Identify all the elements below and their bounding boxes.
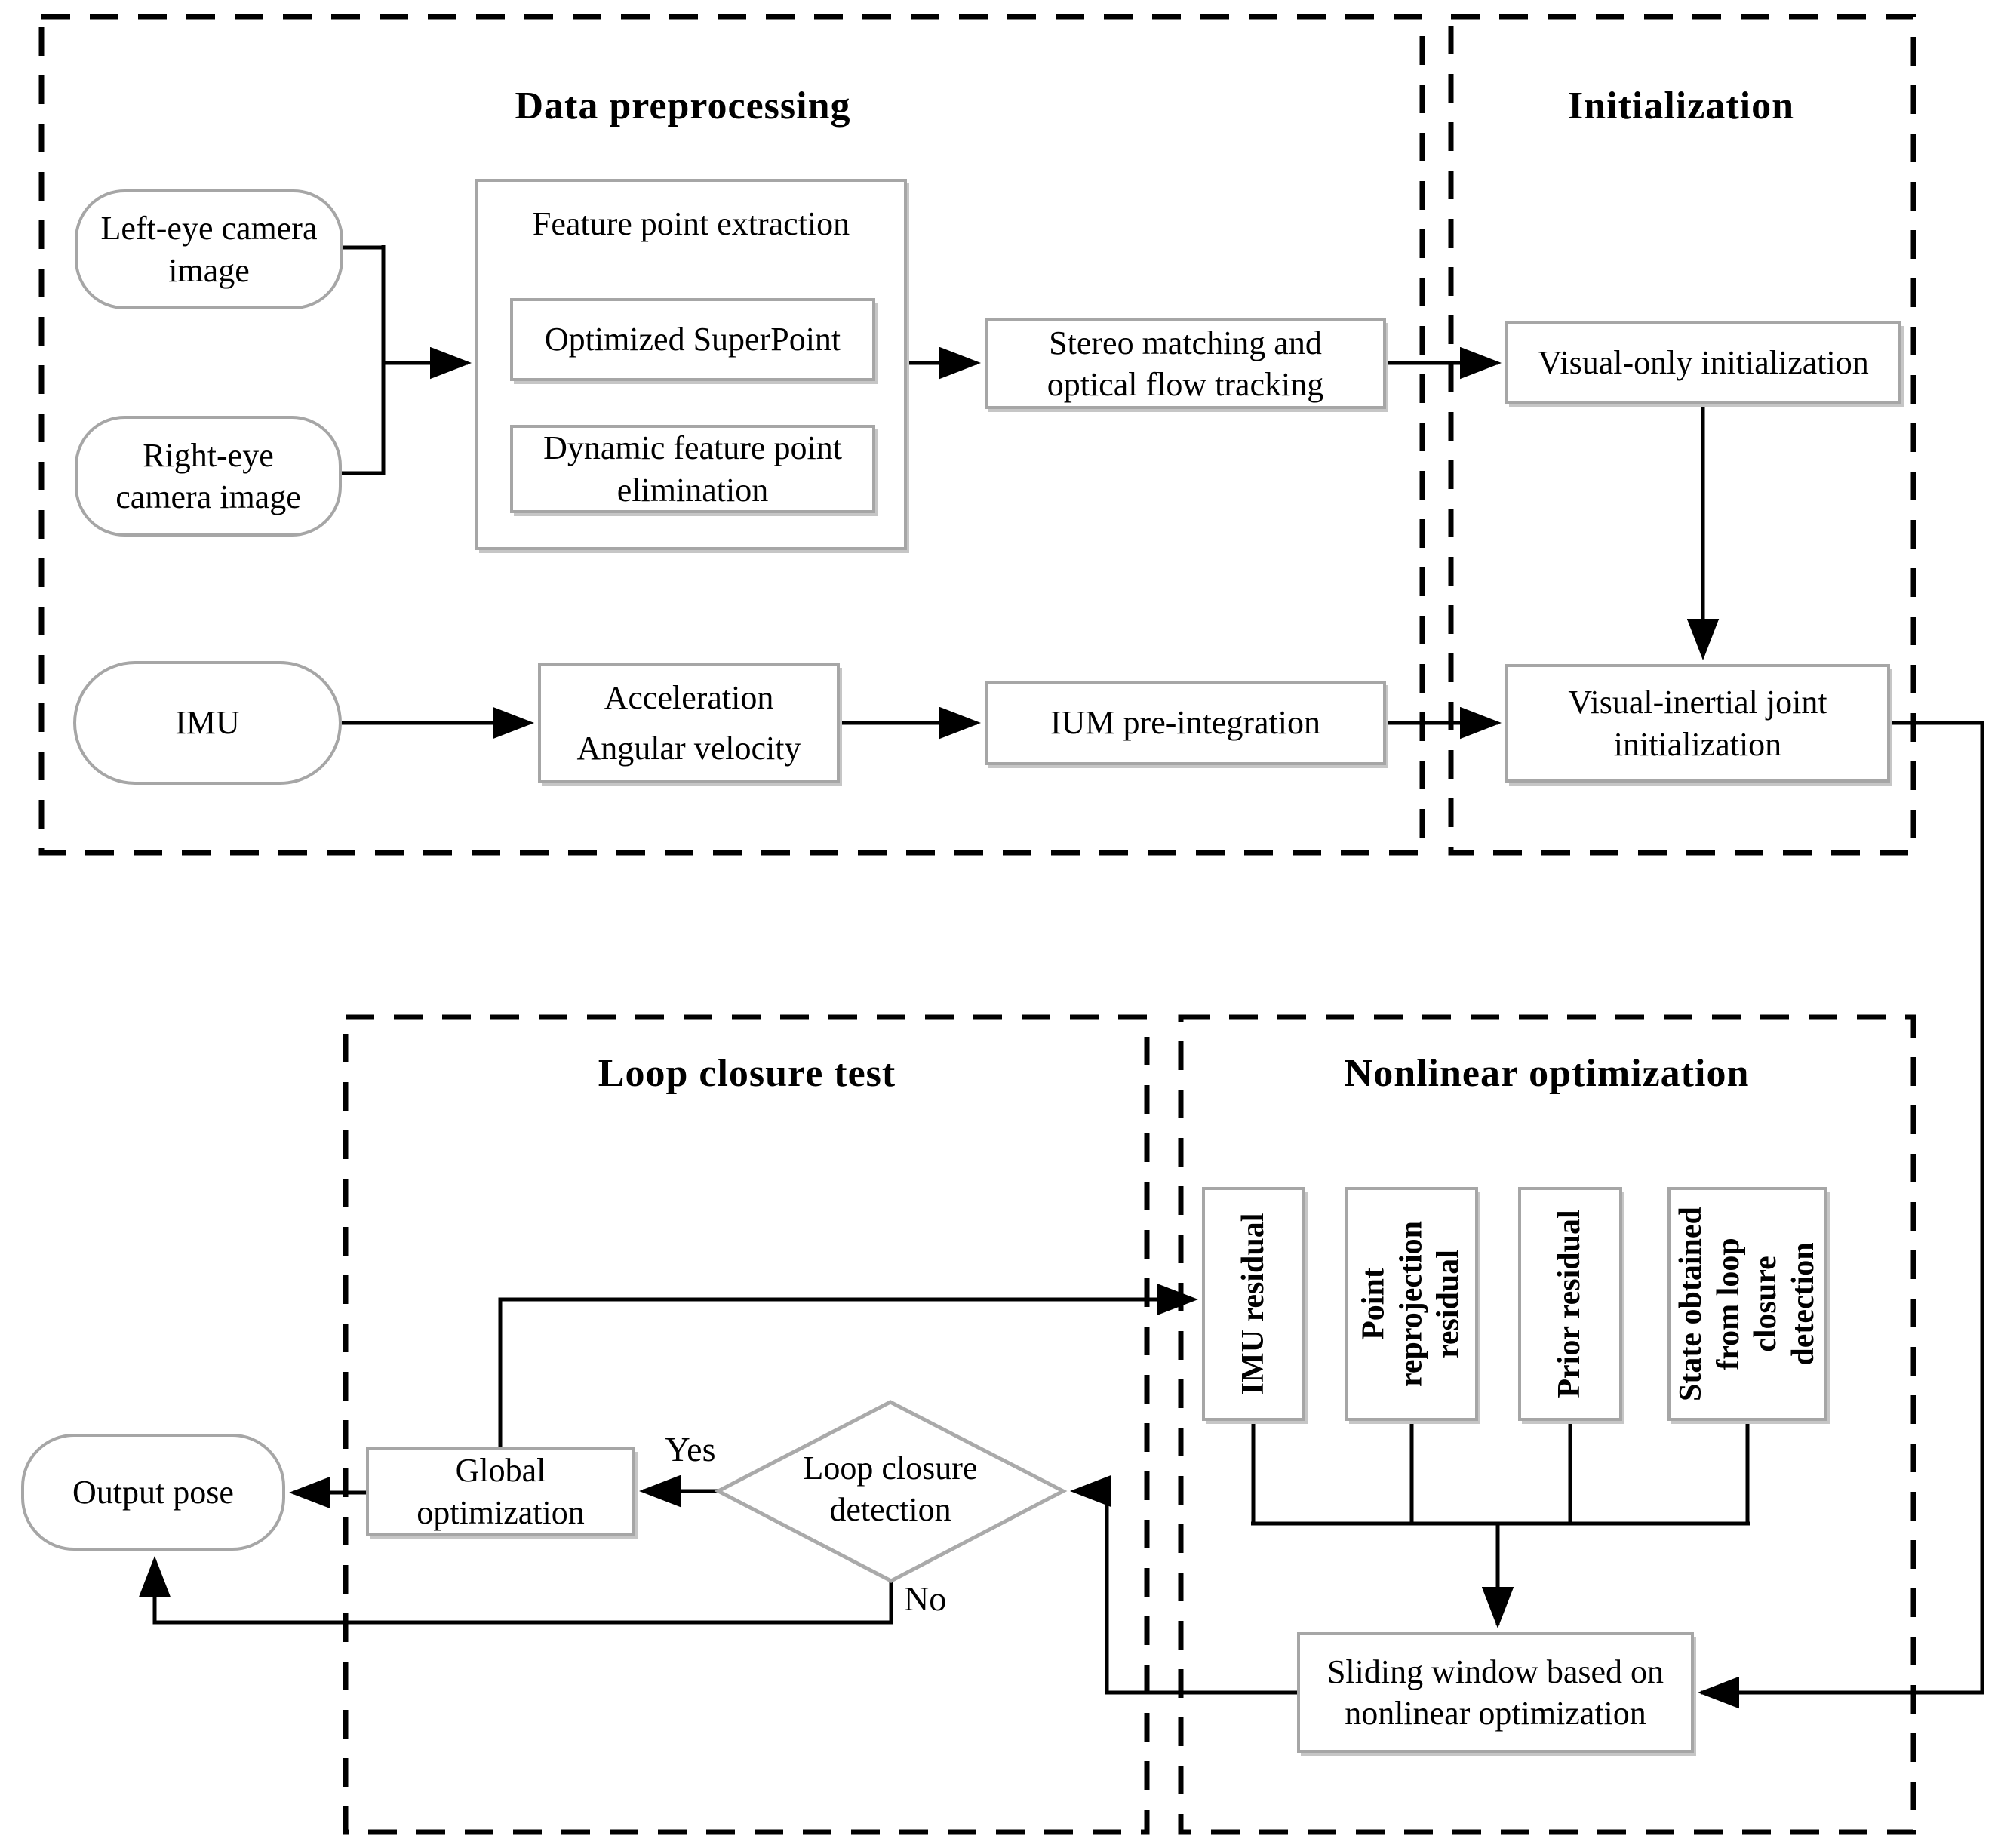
node-label: Sliding window based on: [1326, 1653, 1664, 1690]
group-title-loop-closure-test: Loop closure test: [598, 1052, 896, 1095]
node-label: IMU residual: [1235, 1213, 1271, 1395]
node-visual-only-initialization: Visual-only initialization: [1505, 321, 1901, 404]
edge-visual-inertial-to-sliding-window: [1698, 721, 1984, 1709]
loop-closure-detection-diamond: [714, 1400, 1068, 1583]
node-label: detection: [829, 1491, 951, 1528]
node-optimized-superpoint: Optimized SuperPoint: [510, 298, 875, 381]
node-label: Angular velocity: [576, 729, 801, 767]
node-label: Right-eye: [143, 436, 274, 474]
node-ium-preintegration: IUM pre-integration: [985, 681, 1386, 765]
node-label: IUM pre-integration: [1050, 704, 1320, 742]
node-visual-inertial-joint-initialization: Visual-inertial joint initialization: [1505, 664, 1890, 783]
group-frame-initialization: [1448, 14, 1916, 856]
edge-label-no: No: [904, 1579, 947, 1618]
node-prior-residual: Prior residual: [1518, 1187, 1622, 1421]
node-label: State obtained from loop closure detecti…: [1673, 1207, 1821, 1401]
node-label: Optimized SuperPoint: [544, 321, 841, 358]
group-frame-data-preprocessing: [38, 14, 1425, 856]
node-label: Acceleration: [604, 678, 774, 716]
group-frame-nonlinear-optimization: [1178, 1014, 1916, 1835]
node-dynamic-feature-point-elimination: Dynamic feature point elimination: [510, 425, 875, 513]
group-title-nonlinear-optimization: Nonlinear optimization: [1344, 1052, 1750, 1095]
node-label: Prior residual: [1552, 1210, 1588, 1398]
node-imu: IMU: [73, 661, 342, 785]
node-state-obtained-loop-closure: State obtained from loop closure detecti…: [1668, 1187, 1827, 1421]
node-stereo-matching: Stereo matching and optical flow trackin…: [985, 318, 1386, 409]
edge-label-yes: Yes: [665, 1430, 716, 1468]
node-label: Left-eye camera: [100, 210, 318, 248]
node-label: Global: [455, 1452, 546, 1490]
node-label: initialization: [1613, 725, 1782, 763]
group-frame-loop-closure-test: [343, 1014, 1150, 1835]
node-global-optimization: Global optimization: [366, 1447, 635, 1536]
node-label: Loop closure: [803, 1450, 978, 1487]
node-output-pose: Output pose: [21, 1434, 285, 1551]
edge-loop-detection-no-to-output-pose: [138, 1556, 893, 1625]
node-label: optical flow tracking: [1047, 366, 1324, 403]
node-label: Visual-inertial joint: [1568, 684, 1827, 721]
node-imu-residual: IMU residual: [1202, 1187, 1305, 1421]
node-label: Point reprojection residual: [1356, 1220, 1466, 1388]
node-loop-closure-detection-label: Loop closure detection: [739, 1447, 1041, 1530]
group-title-data-preprocessing: Data preprocessing: [515, 85, 851, 128]
node-label: Output pose: [72, 1473, 234, 1511]
node-label: Visual-only initialization: [1538, 344, 1869, 382]
node-left-eye-camera-image: Left-eye camera image: [75, 189, 343, 309]
edge-sliding-window-to-loop-detection: [1070, 1474, 1297, 1695]
node-label: camera image: [115, 478, 301, 515]
node-label: elimination: [616, 471, 769, 509]
node-label: Dynamic feature point: [543, 429, 842, 467]
node-label: image: [168, 251, 250, 289]
node-label: Stereo matching and: [1049, 324, 1322, 361]
node-label: Feature point extraction: [532, 205, 850, 242]
edge-global-to-imu-residual: [498, 1283, 1198, 1447]
node-sliding-window: Sliding window based on nonlinear optimi…: [1297, 1632, 1694, 1753]
node-acceleration-angular-velocity: Acceleration Angular velocity: [538, 663, 840, 783]
node-label: optimization: [416, 1493, 585, 1531]
node-label: IMU: [175, 704, 240, 742]
group-title-initialization: Initialization: [1567, 85, 1795, 128]
node-right-eye-camera-image: Right-eye camera image: [75, 416, 342, 537]
node-label: nonlinear optimization: [1345, 1695, 1646, 1732]
node-point-reprojection-residual: Point reprojection residual: [1345, 1187, 1478, 1421]
